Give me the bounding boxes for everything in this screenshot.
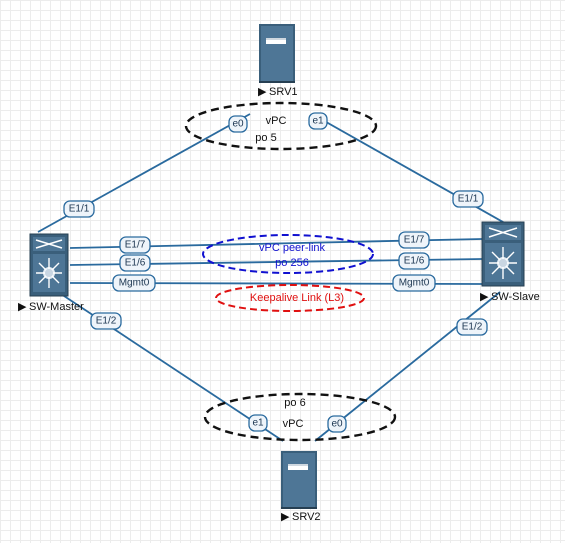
- vpc-po5-ellipse: [184, 101, 378, 151]
- keepalive-label: Keepalive Link (L3): [250, 292, 344, 304]
- peer-link-label: vPC peer-link: [259, 242, 326, 254]
- port-master-mgmt0[interactable]: Mgmt0: [112, 274, 156, 292]
- port-label: e0: [331, 419, 343, 430]
- port-label: E1/2: [96, 316, 117, 327]
- server-icon: [281, 451, 317, 509]
- srv1-arrow-icon: ▶: [258, 86, 267, 98]
- links: [37, 113, 511, 442]
- nexus-switch-icon: [29, 233, 69, 297]
- srv2-label: SRV2: [292, 511, 321, 523]
- link-srv1-slave[interactable]: [311, 113, 511, 227]
- po5-label: po 5: [255, 132, 276, 144]
- srv2-node[interactable]: ▶ SRV2: [281, 451, 321, 523]
- port-label: E1/6: [404, 256, 425, 267]
- vpc-top-label: vPC: [266, 115, 287, 127]
- port-label: E1/7: [125, 240, 146, 251]
- port-srv2-e1[interactable]: e1: [248, 414, 268, 432]
- port-slave-e1-7[interactable]: E1/7: [398, 231, 430, 249]
- port-label: e1: [312, 116, 324, 127]
- sw-master-node[interactable]: ▶ SW-Master: [18, 233, 84, 313]
- link-master-srv2[interactable]: [54, 289, 284, 442]
- port-label: E1/1: [458, 194, 479, 205]
- sw-slave-node[interactable]: ▶ SW-Slave: [480, 221, 540, 303]
- vpc-po6-ellipse: [203, 392, 397, 442]
- port-srv2-e0[interactable]: e0: [327, 415, 347, 433]
- sw-slave-arrow-icon: ▶: [480, 291, 489, 303]
- link-slave-srv2[interactable]: [314, 291, 501, 442]
- port-slave-e1-6[interactable]: E1/6: [398, 252, 430, 270]
- port-master-e1-7[interactable]: E1/7: [119, 236, 151, 254]
- port-label: E1/6: [125, 258, 146, 269]
- po256-label: po 256: [275, 257, 309, 269]
- port-label: E1/7: [404, 235, 425, 246]
- port-label: Mgmt0: [119, 278, 150, 289]
- sw-slave-label: SW-Slave: [491, 291, 540, 303]
- port-slave-e1-2[interactable]: E1/2: [456, 318, 488, 336]
- sw-master-arrow-icon: ▶: [18, 301, 27, 313]
- server-icon: [259, 24, 295, 83]
- port-label: e0: [232, 119, 244, 130]
- port-label: E1/2: [462, 322, 483, 333]
- sw-master-label: SW-Master: [29, 301, 84, 313]
- keepalive-ellipse: [215, 284, 365, 312]
- port-slave-e1-1[interactable]: E1/1: [452, 190, 484, 208]
- nexus-switch-icon: [481, 221, 525, 287]
- port-slave-mgmt0[interactable]: Mgmt0: [392, 274, 436, 292]
- srv1-label: SRV1: [269, 86, 298, 98]
- vpc-bottom-label: vPC: [283, 418, 304, 430]
- srv2-arrow-icon: ▶: [281, 511, 290, 523]
- port-label: e1: [252, 418, 264, 429]
- peer-link-ellipse: [202, 234, 374, 274]
- port-master-e1-6[interactable]: E1/6: [119, 254, 151, 272]
- port-master-e1-1[interactable]: E1/1: [63, 200, 95, 218]
- port-srv1-e1[interactable]: e1: [308, 112, 328, 130]
- srv1-node[interactable]: ▶ SRV1: [258, 24, 298, 98]
- port-label: Mgmt0: [399, 278, 430, 289]
- port-master-e1-2[interactable]: E1/2: [90, 312, 122, 330]
- po6-label: po 6: [284, 397, 305, 409]
- port-srv1-e0[interactable]: e0: [228, 115, 248, 133]
- port-label: E1/1: [69, 204, 90, 215]
